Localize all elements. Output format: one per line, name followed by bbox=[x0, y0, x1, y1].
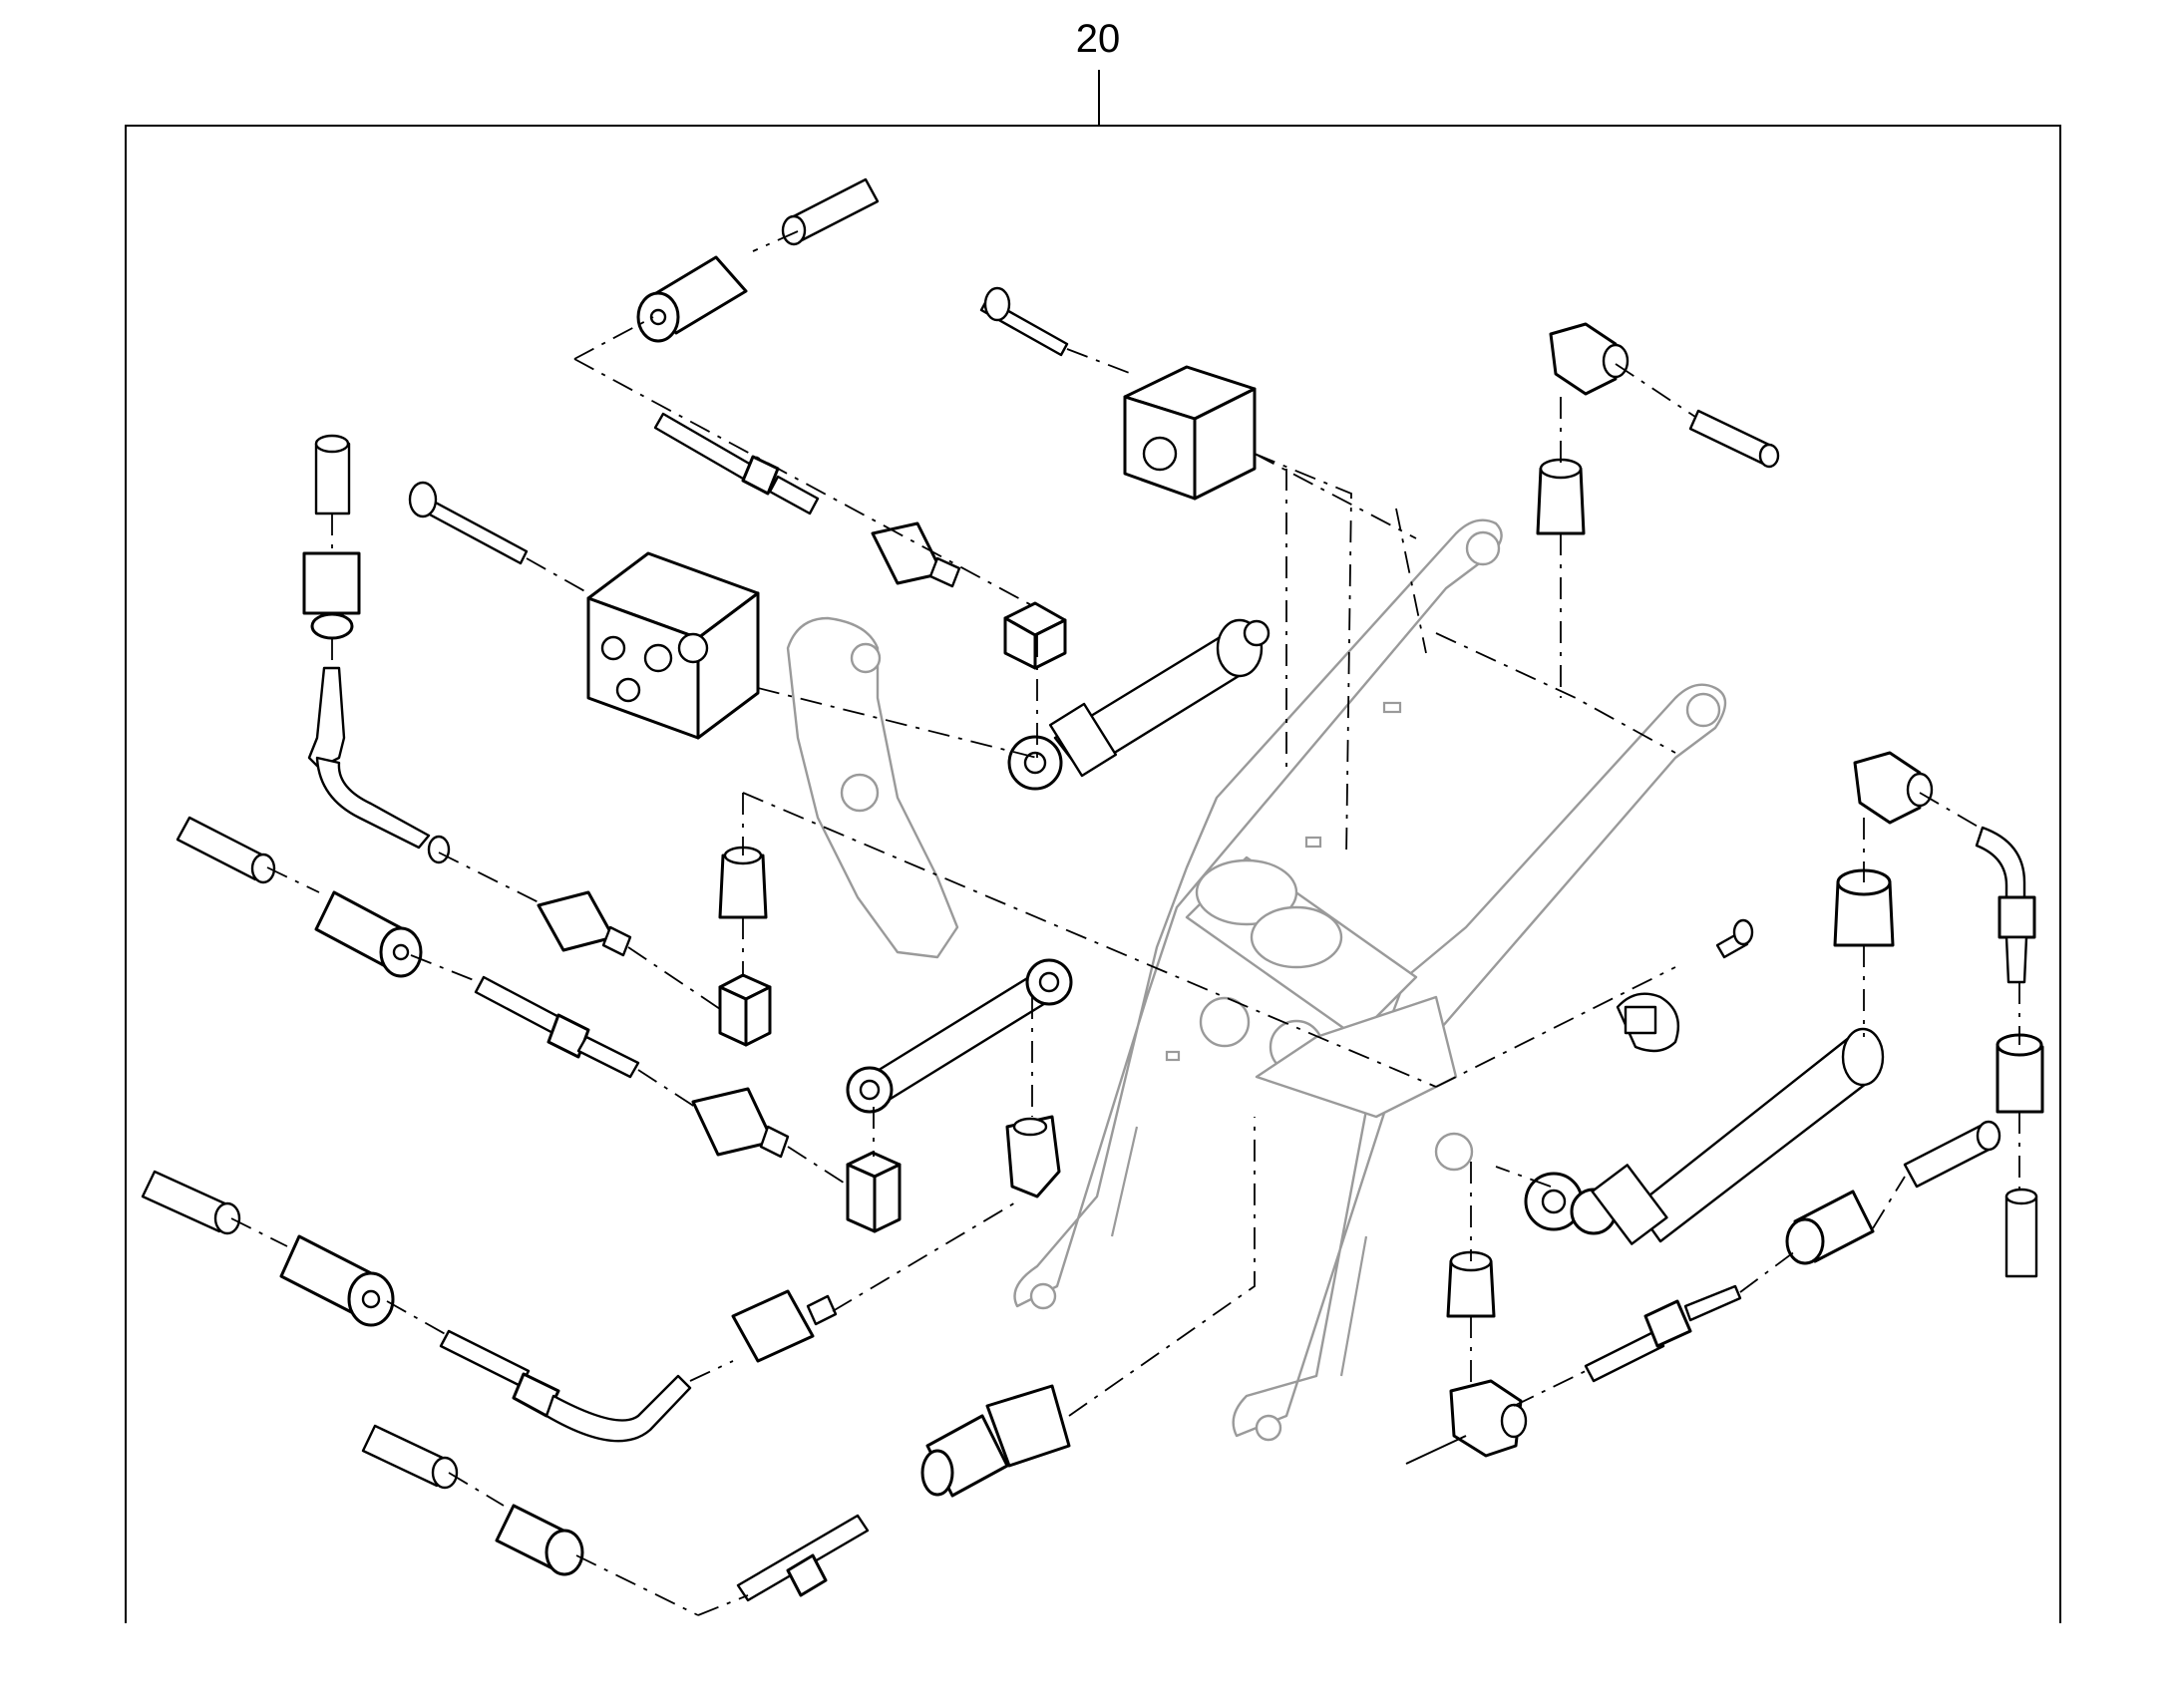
elbow-top-right bbox=[1549, 322, 1630, 396]
nut-right-vertical bbox=[1996, 1033, 2044, 1114]
tilt-cylinder-lower bbox=[1524, 1027, 1885, 1245]
sleeve-right-vertical bbox=[2004, 1188, 2038, 1278]
hose-fitting-lower-right bbox=[1584, 1284, 1742, 1383]
sleeve-bottom bbox=[361, 1424, 459, 1490]
adapter-top-right bbox=[1536, 458, 1586, 535]
bolt-upper bbox=[979, 286, 1069, 357]
hose-elbow-left bbox=[307, 666, 451, 864]
clip-right bbox=[1616, 992, 1680, 1053]
nut-bottom bbox=[495, 1504, 584, 1576]
union-left-2 bbox=[691, 1087, 790, 1159]
sleeve-top bbox=[781, 177, 880, 246]
hose-fitting-top bbox=[653, 412, 820, 515]
callout-number: 20 bbox=[1076, 17, 1121, 61]
adapter-mid-1 bbox=[718, 846, 768, 919]
sleeve-left-1 bbox=[176, 816, 276, 884]
sleeve-left-2 bbox=[141, 1170, 241, 1235]
union-top bbox=[871, 521, 961, 588]
hose-fitting-left-1 bbox=[474, 975, 640, 1079]
clamp-block-small bbox=[1123, 365, 1257, 501]
sleeve-top-right bbox=[1688, 409, 1780, 469]
hose-curved-lower bbox=[439, 1329, 692, 1443]
sleeve-lower-right bbox=[1903, 1120, 2001, 1189]
assembly-frame bbox=[125, 125, 2061, 1623]
sleeve-left-vertical bbox=[314, 434, 351, 515]
cap-mid-1 bbox=[718, 973, 772, 1047]
cap-top bbox=[1003, 601, 1067, 670]
tilt-cylinder-upper bbox=[1007, 618, 1271, 791]
union-right bbox=[1833, 868, 1895, 947]
elbow-right bbox=[1853, 751, 1934, 825]
elbow-lower-right bbox=[1449, 1379, 1528, 1458]
nut-top bbox=[636, 255, 748, 343]
nut-left-vertical bbox=[302, 551, 361, 640]
hose-bend-right bbox=[1975, 826, 2036, 984]
link-arm bbox=[846, 958, 1073, 1114]
bolt-small-right bbox=[1715, 918, 1754, 959]
cap-mid-2 bbox=[846, 1151, 902, 1233]
union-left-1 bbox=[537, 890, 632, 957]
leader-lower-right bbox=[1405, 1435, 1467, 1465]
hose-fitting-bottom bbox=[736, 1514, 870, 1602]
nut-left-2 bbox=[279, 1234, 395, 1327]
reducer-bottom bbox=[920, 1384, 1071, 1498]
assembly-centerlines bbox=[230, 230, 2020, 1616]
clamp-block-large bbox=[586, 551, 760, 740]
nut-left-1 bbox=[314, 890, 423, 978]
bolt-left bbox=[408, 481, 529, 565]
nut-lower-right bbox=[1785, 1190, 1875, 1265]
adapter-lower-right bbox=[1446, 1250, 1496, 1318]
union-lower bbox=[731, 1289, 838, 1363]
elbow-mid bbox=[1005, 1115, 1061, 1198]
